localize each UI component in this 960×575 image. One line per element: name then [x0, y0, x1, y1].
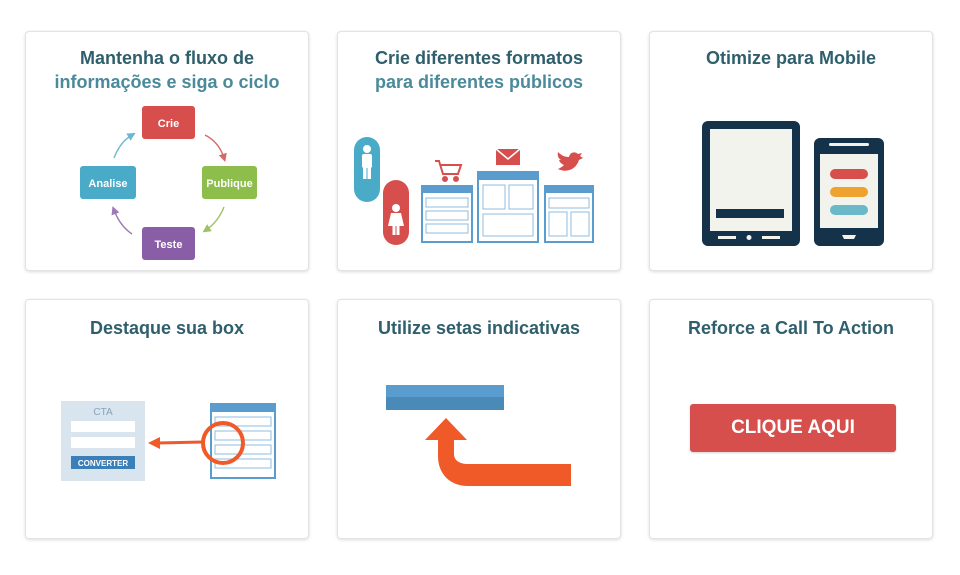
cycle-diagram: Crie Publique Teste Analise: [80, 106, 257, 260]
cycle-arrow-crie-publique: [204, 134, 227, 163]
cycle-arrow-teste-analise: [111, 206, 133, 235]
card-call-to-action: Reforce a Call To Action CLIQUE AQUI: [649, 299, 933, 539]
card-title-line1: Destaque sua box: [89, 318, 245, 338]
cycle-node-publique-label: Publique: [206, 178, 252, 190]
card-title: Reforce a Call To Action: [650, 316, 932, 340]
mobile-illustration: [702, 121, 884, 246]
card-title: Crie diferentes formatos para diferentes…: [338, 46, 620, 94]
card-title: Destaque sua box: [26, 316, 308, 340]
cycle-arrow-publique-teste: [202, 206, 225, 233]
card-title-line2: informações e siga o ciclo: [54, 72, 280, 92]
cycle-node-crie: Crie: [142, 106, 195, 139]
highlight-arrow: [148, 421, 245, 465]
male-icon: [354, 137, 380, 202]
cta-box: CTA CONVERTER: [61, 401, 145, 481]
card-title-line1: Otimize para Mobile: [705, 48, 877, 68]
layout-frame-3: [544, 185, 594, 243]
cycle-node-analise: Analise: [80, 166, 136, 199]
layout-frame-1: [421, 185, 473, 243]
cart-icon: [435, 160, 463, 182]
arrows-illustration: [386, 385, 571, 486]
card-title-line1: Utilize setas indicativas: [377, 318, 581, 338]
card-title-line1: Reforce a Call To Action: [687, 318, 895, 338]
cta-box-label: CTA: [93, 407, 113, 418]
card-mobile: Otimize para Mobile: [649, 31, 933, 271]
card-cycle: Mantenha o fluxo de informações e siga o…: [25, 31, 309, 271]
cycle-node-teste-label: Teste: [155, 239, 183, 251]
target-bar: [386, 385, 504, 410]
card-title: Mantenha o fluxo de informações e siga o…: [26, 46, 308, 94]
layout-frame-2: [477, 171, 539, 243]
curved-arrow-icon: [425, 418, 571, 486]
twitter-icon: [557, 152, 583, 171]
card-title: Otimize para Mobile: [650, 46, 932, 70]
card-title-line1: Crie diferentes formatos: [374, 48, 584, 68]
phone-icon: [814, 138, 884, 246]
card-title-line2: para diferentes públicos: [374, 72, 584, 92]
card-highlight-box: Destaque sua box CTA CONVERTER: [25, 299, 309, 539]
cycle-arrow-analise-crie: [113, 132, 136, 159]
card-title-line1: Mantenha o fluxo de: [79, 48, 254, 68]
card-title: Utilize setas indicativas: [338, 316, 620, 340]
cta-box-button-label: CONVERTER: [78, 459, 128, 468]
clique-aqui-button[interactable]: CLIQUE AQUI: [690, 404, 896, 452]
highlight-illustration: CTA CONVERTER: [61, 401, 276, 481]
cycle-node-crie-label: Crie: [158, 118, 179, 130]
formats-illustration: [354, 137, 594, 245]
mail-icon: [495, 148, 521, 165]
cycle-node-publique: Publique: [202, 166, 257, 199]
cycle-node-analise-label: Analise: [88, 178, 127, 190]
card-formats: Crie diferentes formatos para diferentes…: [337, 31, 621, 271]
female-icon: [383, 180, 409, 245]
cycle-node-teste: Teste: [142, 227, 195, 260]
card-arrows: Utilize setas indicativas: [337, 299, 621, 539]
tablet-icon: [702, 121, 800, 246]
